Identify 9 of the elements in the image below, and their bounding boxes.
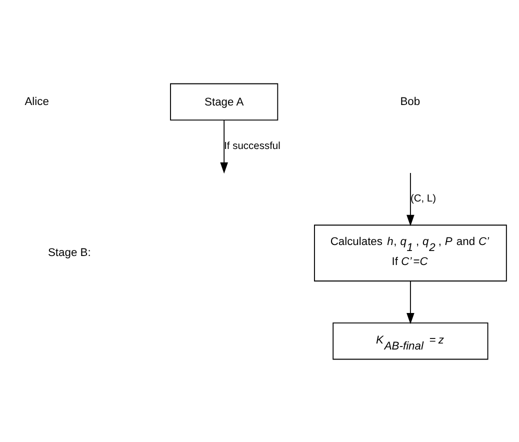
edge-label: (C, L) bbox=[410, 193, 436, 204]
node-box: Stage A bbox=[170, 82, 278, 120]
arrow bbox=[220, 119, 228, 174]
arrow bbox=[406, 172, 414, 226]
edge-label: If successful bbox=[224, 140, 280, 152]
label: Bob bbox=[400, 95, 420, 108]
label: Stage B: bbox=[48, 246, 91, 258]
arrow bbox=[406, 280, 414, 324]
label: Alice bbox=[24, 95, 49, 108]
